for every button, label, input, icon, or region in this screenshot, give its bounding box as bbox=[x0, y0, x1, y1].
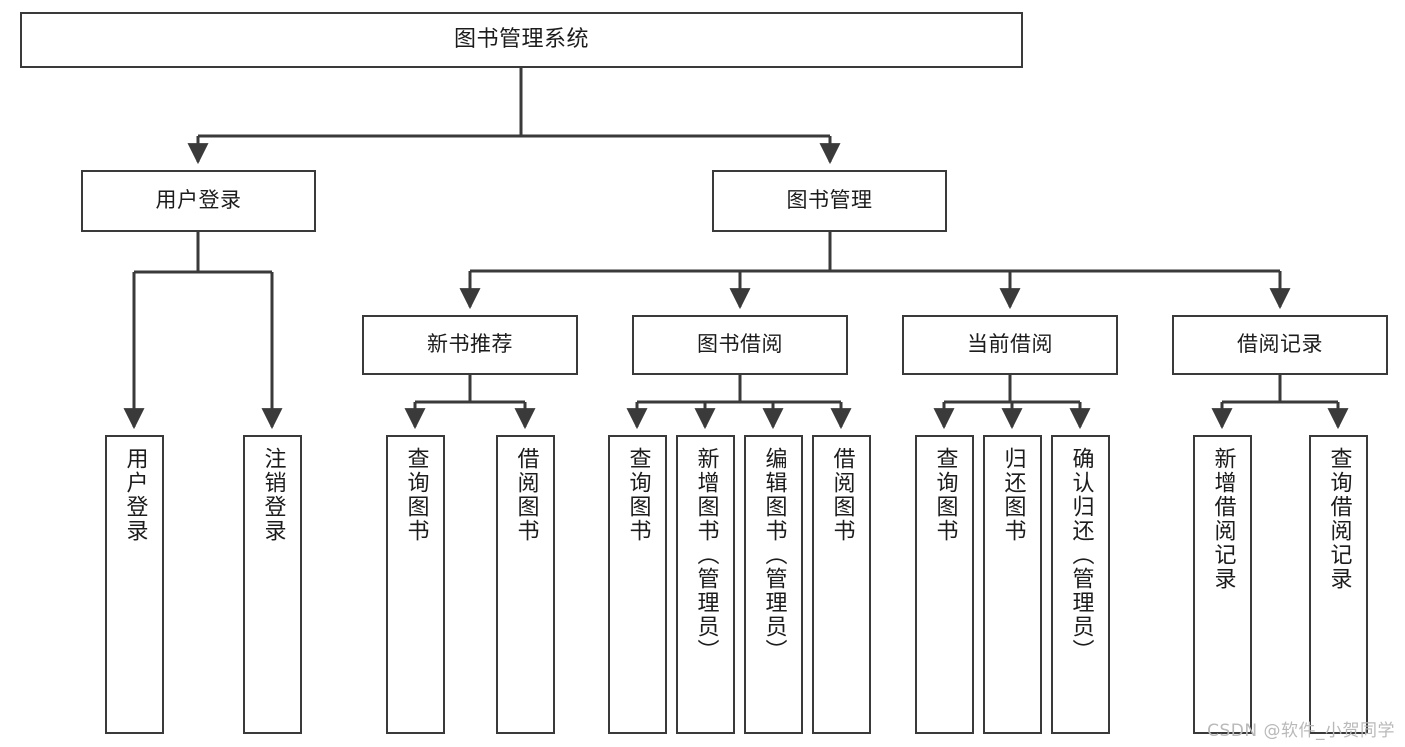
node-label: 新增借阅记录 bbox=[1210, 447, 1236, 591]
node-label: 查询图书 bbox=[625, 447, 651, 543]
node-label: 用户登录 bbox=[155, 188, 242, 213]
leaf-user-logout[interactable]: 注销登录 bbox=[243, 435, 302, 734]
leaf-borrow-borrow-book[interactable]: 借阅图书 bbox=[812, 435, 871, 734]
node-label: 当前借阅 bbox=[967, 332, 1053, 357]
node-book-management[interactable]: 图书管理 bbox=[712, 170, 947, 232]
node-borrow-record[interactable]: 借阅记录 bbox=[1172, 315, 1388, 375]
leaf-borrow-add-book-admin[interactable]: 新增图书（管理员） bbox=[676, 435, 735, 734]
leaf-record-add-borrow-record[interactable]: 新增借阅记录 bbox=[1193, 435, 1252, 734]
leaf-current-confirm-return-admin[interactable]: 确认归还（管理员） bbox=[1051, 435, 1110, 734]
node-label: 编辑图书（管理员） bbox=[761, 447, 787, 663]
node-label: 新书推荐 bbox=[427, 332, 513, 357]
node-label: 确认归还（管理员） bbox=[1068, 447, 1094, 663]
leaf-current-return-book[interactable]: 归还图书 bbox=[983, 435, 1042, 734]
node-label: 新增图书（管理员） bbox=[693, 447, 719, 663]
watermark-text: CSDN @软件_小贺同学 bbox=[1207, 721, 1395, 741]
node-label: 借阅记录 bbox=[1237, 332, 1323, 357]
leaf-recommend-borrow-book[interactable]: 借阅图书 bbox=[496, 435, 555, 734]
leaf-user-login[interactable]: 用户登录 bbox=[105, 435, 164, 734]
node-label: 图书管理系统 bbox=[453, 26, 589, 52]
node-label: 图书管理 bbox=[786, 188, 873, 213]
node-root-system[interactable]: 图书管理系统 bbox=[20, 12, 1023, 68]
node-label: 图书借阅 bbox=[697, 332, 783, 357]
node-label: 查询借阅记录 bbox=[1326, 447, 1352, 591]
node-new-book-recommend[interactable]: 新书推荐 bbox=[362, 315, 578, 375]
leaf-record-query-borrow-record[interactable]: 查询借阅记录 bbox=[1309, 435, 1368, 734]
node-label: 查询图书 bbox=[403, 447, 429, 543]
node-label: 借阅图书 bbox=[513, 447, 539, 543]
node-user-login[interactable]: 用户登录 bbox=[81, 170, 316, 232]
node-label: 归还图书 bbox=[1000, 447, 1026, 543]
node-label: 注销登录 bbox=[260, 447, 286, 543]
node-book-borrow[interactable]: 图书借阅 bbox=[632, 315, 848, 375]
leaf-current-query-book[interactable]: 查询图书 bbox=[915, 435, 974, 734]
leaf-recommend-query-book[interactable]: 查询图书 bbox=[386, 435, 445, 734]
node-label: 借阅图书 bbox=[829, 447, 855, 543]
leaf-borrow-query-book[interactable]: 查询图书 bbox=[608, 435, 667, 734]
node-label: 用户登录 bbox=[122, 447, 148, 543]
leaf-borrow-edit-book-admin[interactable]: 编辑图书（管理员） bbox=[744, 435, 803, 734]
node-label: 查询图书 bbox=[932, 447, 958, 543]
node-current-borrow[interactable]: 当前借阅 bbox=[902, 315, 1118, 375]
